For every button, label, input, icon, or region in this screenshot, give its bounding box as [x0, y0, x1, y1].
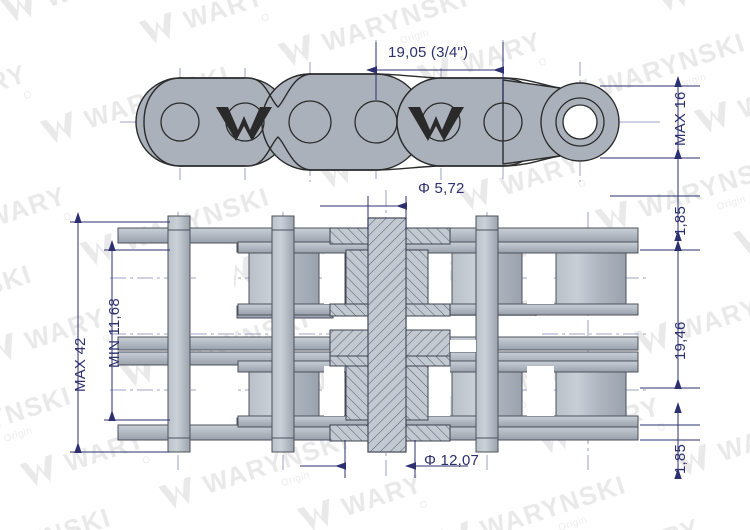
dim-plate-thk-bottom-label: 1,85: [672, 444, 689, 474]
dim-roller-dia-label: Φ 12,07: [424, 452, 480, 469]
end-bushing: [555, 97, 605, 147]
dim-max-16-label: MAX 16: [672, 91, 689, 146]
brand-logo-w: [216, 107, 464, 141]
side-view-pin-holes: [160, 100, 523, 144]
sectioned-pin-column: [329, 217, 451, 453]
section-view-group: [110, 190, 650, 480]
dim-max-42-label: MAX 42: [72, 337, 89, 392]
dimension-lines: [70, 42, 700, 479]
dim-pin-dia-label: Φ 5,72: [418, 180, 465, 197]
pin-ends-left: [167, 215, 499, 453]
dim-min-11-68-label: MIN 11,68: [106, 298, 123, 368]
dim-19-46-label: 19,46: [672, 321, 689, 360]
side-view-group: [135, 73, 620, 171]
dim-plate-thk-top-label: 1,85: [672, 206, 689, 236]
dim-pitch-label: 19,05 (3/4"): [388, 44, 469, 61]
